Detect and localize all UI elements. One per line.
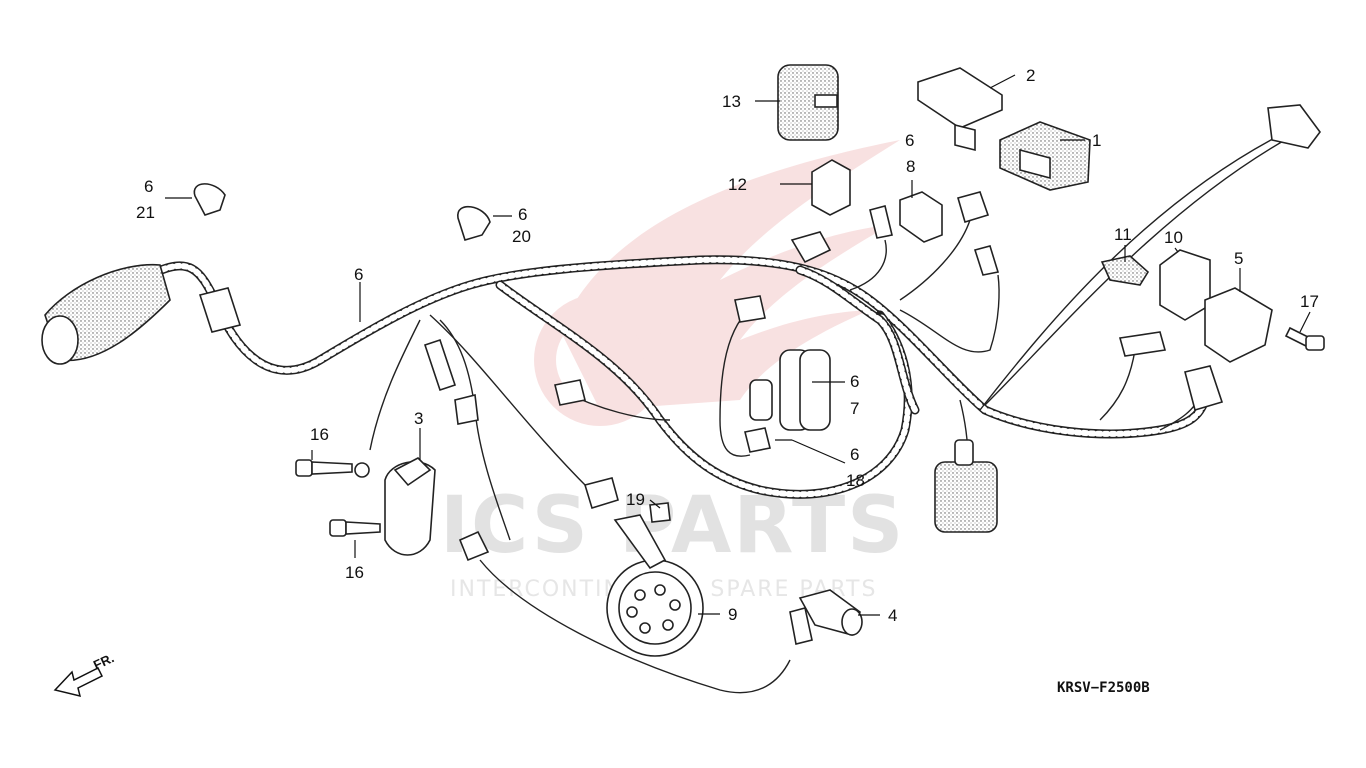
main-harness	[145, 255, 1210, 499]
callout-7: 7	[850, 399, 859, 418]
arrow-left-icon	[53, 666, 104, 698]
part-1-relay-socket	[999, 121, 1091, 191]
callout-11: 11	[1114, 225, 1132, 244]
part-6-clamp-20	[457, 205, 491, 241]
callout-10: 10	[1164, 228, 1183, 247]
part-9-horn	[606, 514, 704, 657]
part-capacitor	[934, 439, 998, 533]
callout-labels: 1 2 3 4 5 6 21 6 20 6 6 6 7 6 18 8 9 10 …	[136, 66, 1319, 625]
part-left-connector-housing	[41, 263, 242, 365]
callout-6-harness: 6	[354, 265, 363, 284]
part-17-bolt	[1284, 326, 1325, 351]
callout-17: 17	[1300, 292, 1319, 311]
watermark-wing-logo	[534, 140, 900, 426]
part-10-relay	[1159, 249, 1211, 321]
part-16-bolt-lower	[329, 519, 381, 537]
callout-6-upper: 6	[905, 131, 914, 150]
part-16-bolt-upper	[295, 459, 370, 478]
callout-20: 20	[512, 227, 531, 246]
callout-16-upper: 16	[310, 425, 329, 444]
part-8-connector-cap	[899, 191, 943, 243]
callout-6-fuse: 6	[850, 372, 859, 391]
callout-2: 2	[1026, 66, 1035, 85]
callout-12: 12	[728, 175, 747, 194]
callout-3: 3	[414, 409, 423, 428]
part-13-relay-cover	[777, 64, 839, 141]
part-5-regulator	[1204, 287, 1273, 363]
callout-1: 1	[1092, 131, 1101, 150]
callout-21: 21	[136, 203, 155, 222]
callout-16-lower: 16	[345, 563, 364, 582]
diagram-code: KRSV−F2500B	[1057, 680, 1150, 696]
part-6-clamp-21	[193, 183, 226, 216]
part-3-ignition-coil	[384, 457, 490, 562]
callout-13: 13	[722, 92, 741, 111]
part-6-connectors-middle	[423, 295, 766, 510]
callout-8: 8	[906, 157, 915, 176]
callout-5: 5	[1234, 249, 1243, 268]
callout-9: 9	[728, 605, 737, 624]
leader-lines	[165, 74, 1311, 616]
part-2-fuse-box-cover	[917, 67, 1003, 152]
callout-6-clip: 6	[850, 445, 859, 464]
front-label: FR.	[91, 650, 116, 672]
callout-18: 18	[846, 471, 865, 490]
callout-6-clamp-20: 6	[518, 205, 527, 224]
callout-6-clamp-21: 6	[144, 177, 153, 196]
part-connector-right	[1118, 104, 1321, 412]
part-18-fuse-clip	[744, 427, 771, 453]
part-6-terminal-upper	[869, 191, 1000, 276]
part-19-bolt	[649, 502, 671, 523]
callout-19: 19	[626, 490, 645, 509]
part-4-spark-plug-cap	[789, 589, 863, 645]
callout-4: 4	[888, 606, 897, 625]
part-12-relay	[790, 159, 851, 264]
front-direction-arrow: FR.	[53, 650, 116, 698]
part-7-fuse-holder	[749, 349, 831, 431]
